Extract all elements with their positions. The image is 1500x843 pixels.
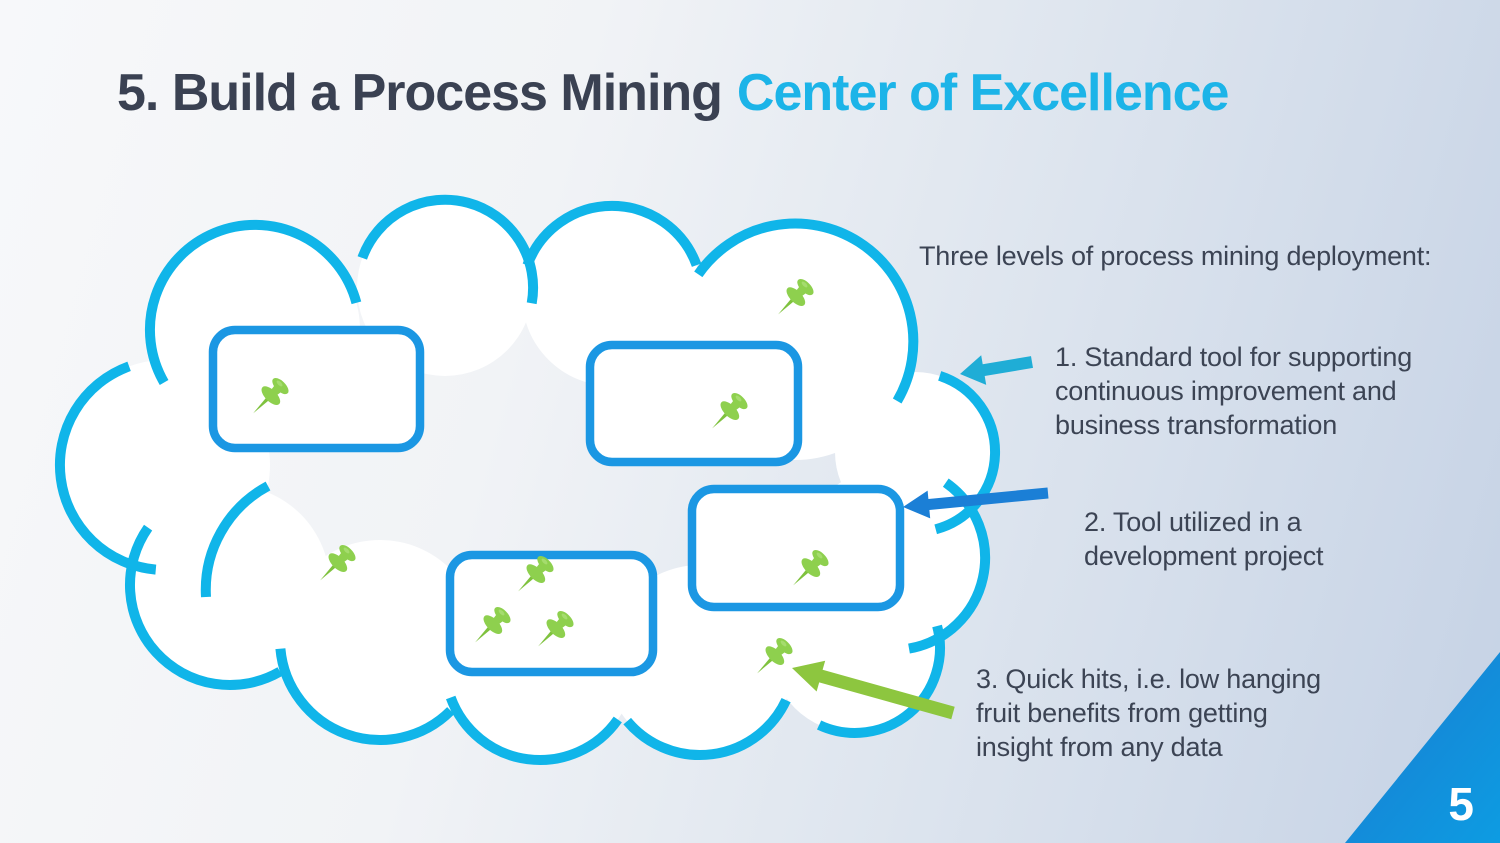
callout-item-2: 2. Tool utilized in a development projec… [1084, 507, 1324, 571]
cloud-bump-arc [522, 200, 702, 267]
cloud-bump-arc [934, 371, 1001, 535]
process-box-2 [585, 340, 803, 467]
slide-title-accent: Center of Excellence [736, 64, 1230, 122]
cloud-bump-arc [623, 697, 791, 760]
slide-title-dark: 5. Build a Process Mining [117, 64, 723, 122]
process-box-1 [208, 325, 425, 453]
cloud-bump-arc [446, 695, 622, 765]
cloud-inner-arc [200, 481, 271, 598]
cloud-bump [280, 540, 480, 740]
corner-triangle [1345, 652, 1500, 843]
cloud-bump-arc [275, 648, 455, 745]
cloud-outline [54, 194, 1001, 765]
callouts-heading: Three levels of process mining deploymen… [919, 241, 1432, 271]
page-number: 5 [1448, 778, 1474, 830]
cloud-bump-arc [694, 218, 919, 404]
process-box-4 [445, 550, 658, 677]
cloud-bump-arc [54, 361, 157, 575]
callout-item-1: 1. Standard tool for supporting continuo… [1055, 342, 1413, 440]
cloud-bump-arc [816, 624, 945, 738]
process-box-3 [687, 484, 905, 612]
level1-arrow-icon [960, 355, 1033, 385]
level3-arrow-icon [792, 660, 955, 720]
cloud-bump-arc [145, 219, 362, 386]
level2-arrow-icon [903, 487, 1049, 519]
callout-item-3: 3. Quick hits, i.e. low hanging fruit be… [976, 664, 1321, 762]
